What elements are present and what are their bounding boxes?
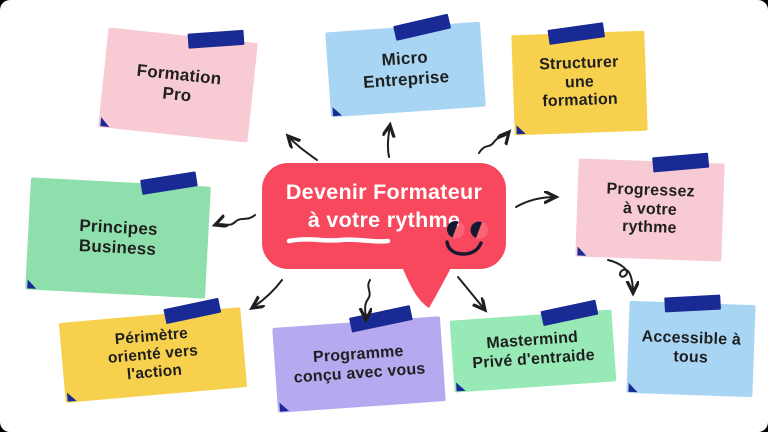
sticky-note-perimetre-oriente-action: Périmètre orienté vers l'action	[58, 297, 248, 403]
arrow-to-progressez	[515, 197, 556, 208]
tape-icon	[540, 299, 599, 327]
sticky-note-micro-entreprise: Micro Entreprise	[325, 13, 486, 118]
folded-corner-icon	[27, 279, 37, 289]
tape-icon	[393, 13, 452, 41]
folded-corner-icon	[628, 382, 638, 393]
folded-corner-icon	[577, 246, 587, 256]
tape-icon	[163, 297, 222, 325]
sticky-note-structurer-une-formation: Structurer une formation	[511, 22, 648, 136]
folded-corner-icon	[66, 391, 77, 402]
sticky-note-accessible-a-tous: Accessible à tous	[626, 294, 756, 398]
sticky-note-formation-pro: Formation Pro	[98, 27, 258, 143]
note-label: Formation Pro	[135, 60, 223, 106]
note-label: Programme conçu avec vous	[293, 342, 426, 387]
sticky-note-programme-concu-avec-vous: Programme conçu avec vous	[272, 305, 446, 413]
folded-corner-icon	[332, 106, 343, 117]
note-label: Accessible à tous	[641, 328, 742, 367]
sticky-note-progressez-a-votre-rythme: Progressez à votre rythme	[575, 152, 725, 262]
sticky-note-mastermind-prive-entraide: Mastermind Privé d'entraide	[449, 299, 617, 393]
note-label: Structurer une formation	[538, 53, 619, 111]
folded-corner-icon	[100, 117, 111, 128]
sticky-note-principes-business: Principes Business	[25, 171, 211, 299]
note-label: Périmètre orienté vers l'action	[107, 324, 199, 384]
tape-icon	[348, 305, 413, 333]
tape-icon	[547, 22, 605, 45]
tape-icon	[652, 152, 710, 173]
note-label: Micro Entreprise	[362, 47, 450, 92]
folded-corner-icon	[516, 124, 526, 135]
folded-corner-icon	[456, 381, 466, 392]
folded-corner-icon	[279, 402, 290, 412]
arrow-to-accessible-a-tous	[607, 259, 633, 293]
arrow-to-formation-pro	[288, 136, 318, 161]
arrow-to-structurer-une-formation	[478, 132, 509, 154]
tape-icon	[140, 171, 198, 195]
tape-icon	[187, 29, 245, 49]
arrow-to-perimetre	[252, 279, 283, 308]
note-label: Mastermind Privé d'entraide	[471, 328, 596, 373]
arrow-to-principes-business	[215, 214, 256, 225]
arrow-to-mastermind	[457, 276, 485, 310]
note-label: Principes Business	[78, 215, 159, 259]
center-bubble: Devenir Formateur à votre rythme	[262, 163, 506, 269]
center-bubble-title: Devenir Formateur à votre rythme	[285, 180, 483, 232]
note-label: Progressez à votre rythme	[606, 180, 696, 238]
arrow-to-micro-entreprise	[388, 125, 390, 158]
tape-icon	[664, 294, 721, 313]
